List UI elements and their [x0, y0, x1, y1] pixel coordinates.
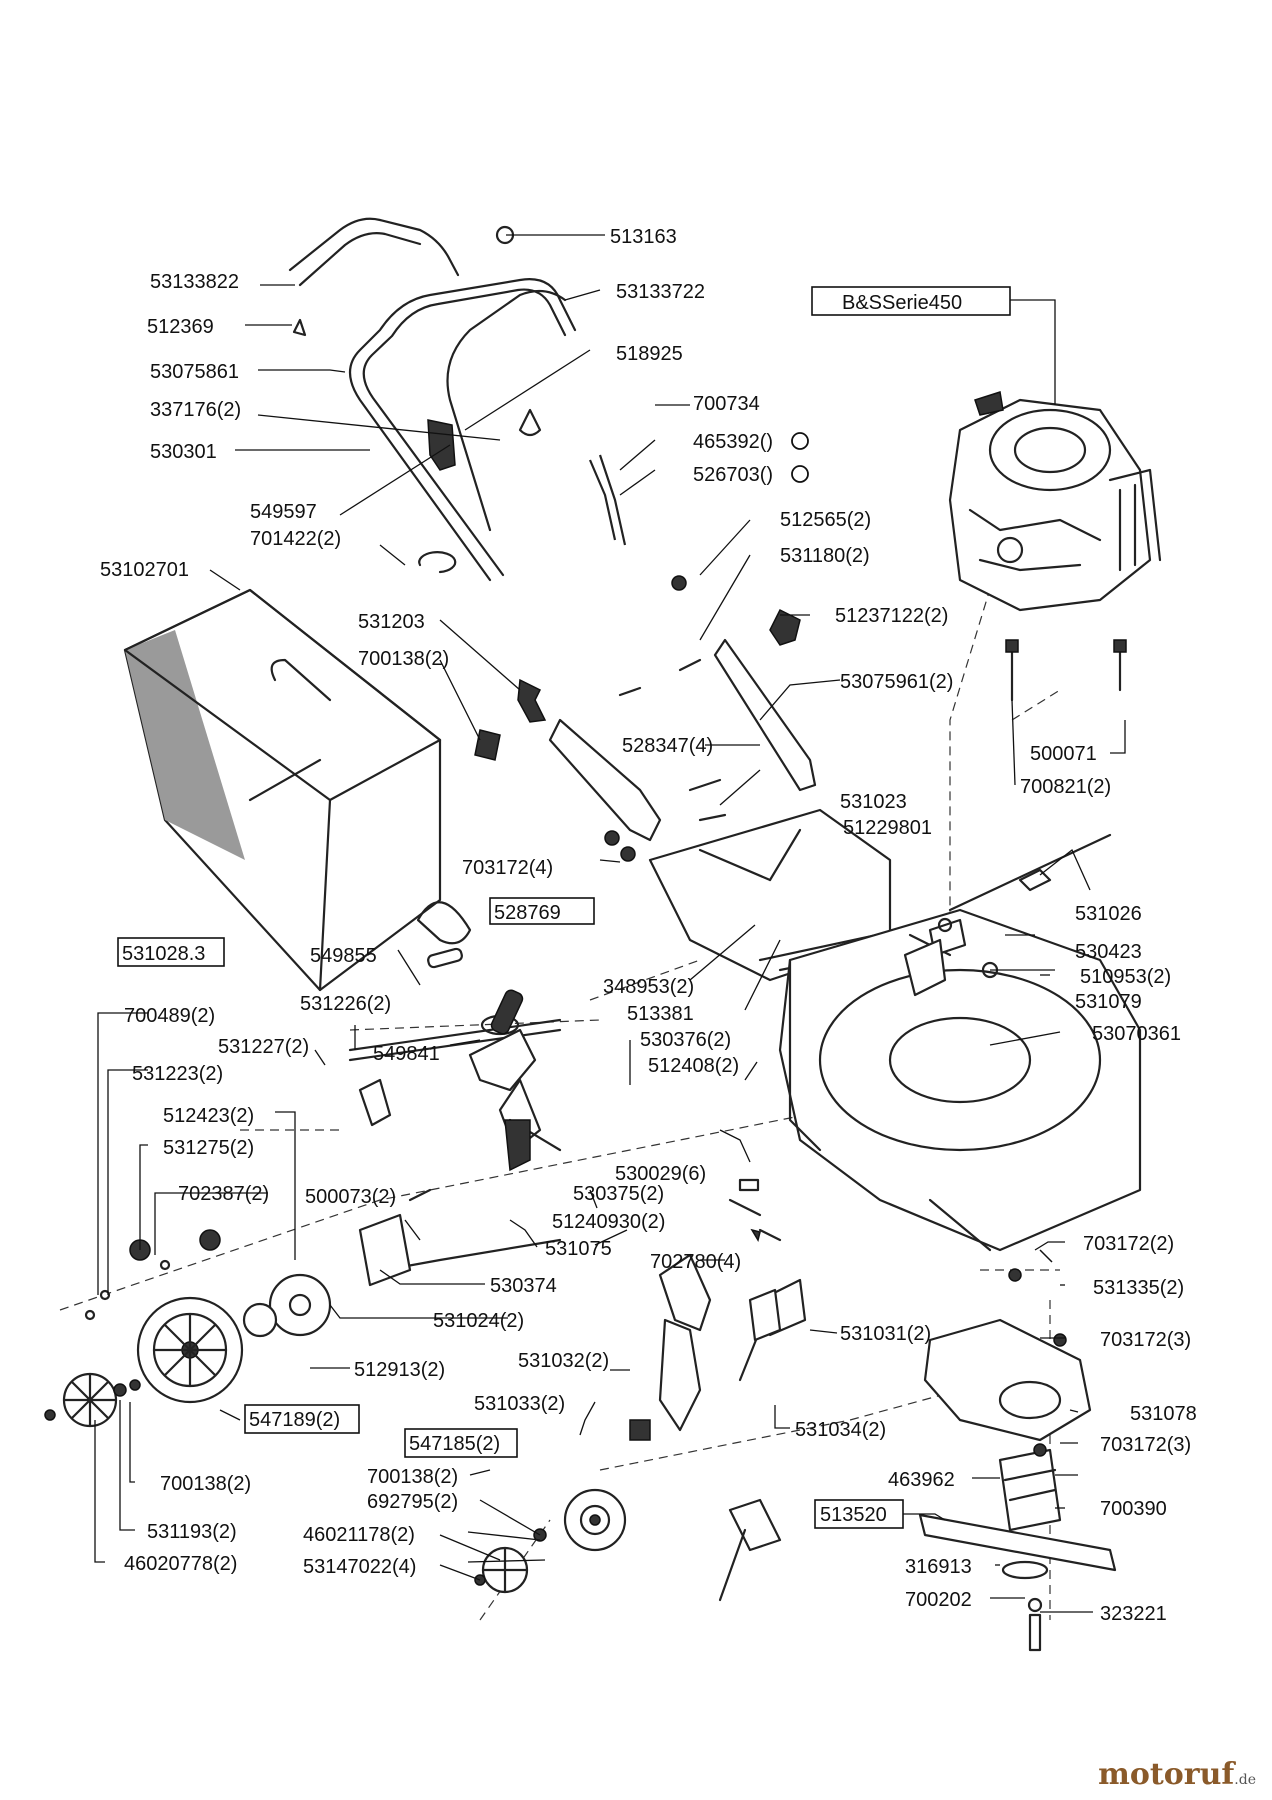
part-label-518925: 518925 — [616, 343, 683, 365]
part-label-701422: 701422(2) — [250, 528, 341, 550]
part-label-530423: 530423 — [1075, 941, 1142, 963]
part-label-702780: 702780(4) — [650, 1251, 741, 1273]
part-label-700821: 700821(2) — [1020, 776, 1111, 798]
part-label-700138-front: 700138(2) — [367, 1466, 458, 1488]
part-label-531034: 531034(2) — [795, 1419, 886, 1441]
engine-series-label: B&SSerie450 — [842, 292, 962, 314]
ignition-symbol-icon — [791, 465, 809, 483]
part-label-530029: 530029(6) — [615, 1163, 706, 1185]
rear-axle-drawing — [903, 833, 1112, 997]
part-label-53133822: 53133822 — [150, 271, 239, 293]
part-label-531032: 531032(2) — [518, 1350, 609, 1372]
part-label-547189: 547189(2) — [249, 1409, 340, 1431]
engine-drawing — [948, 391, 1162, 702]
part-label-700390: 700390 — [1100, 1498, 1167, 1520]
part-label-528769: 528769 — [494, 902, 561, 924]
part-label-531026: 531026 — [1075, 903, 1142, 925]
part-label-703172-3b: 703172(3) — [1100, 1434, 1191, 1456]
part-label-549597: 549597 — [250, 501, 317, 523]
part-label-500071: 500071 — [1030, 743, 1097, 765]
bracket-symbols — [791, 432, 809, 483]
part-labels: 513163 53133822 53133722 512369 53075861… — [100, 226, 1197, 1625]
part-label-512369: 512369 — [147, 316, 214, 338]
watermark-brand: motoruf — [1098, 1757, 1235, 1792]
wheels-drawing — [44, 1229, 627, 1594]
part-label-530375: 530375(2) — [573, 1183, 664, 1205]
upper-handle-drawing — [288, 217, 627, 582]
leader-lines — [94, 234, 1126, 1613]
part-label-53102701: 53102701 — [100, 559, 189, 581]
watermark-logo: motoruf.de — [1098, 1757, 1256, 1792]
part-label-531193: 531193(2) — [147, 1521, 237, 1543]
part-label-531031: 531031(2) — [840, 1323, 931, 1345]
part-label-703172-3a: 703172(3) — [1100, 1329, 1191, 1351]
part-label-530376: 530376(2) — [640, 1029, 731, 1051]
grass-catcher-drawing — [123, 588, 442, 992]
part-label-692795: 692795(2) — [367, 1491, 458, 1513]
part-label-530301: 530301 — [150, 441, 217, 463]
part-label-531223: 531223(2) — [132, 1063, 223, 1085]
watermark-suffix: .de — [1234, 1772, 1256, 1788]
part-label-700138-wheel: 700138(2) — [160, 1473, 251, 1495]
part-label-512913: 512913(2) — [354, 1359, 445, 1381]
part-label-531024: 531024(2) — [433, 1310, 524, 1332]
part-label-531226: 531226(2) — [300, 993, 391, 1015]
part-label-510953: 510953(2) — [1080, 966, 1171, 988]
label-frames — [117, 286, 1011, 1529]
part-label-53075961: 53075961(2) — [840, 671, 953, 693]
part-label-531227: 531227(2) — [218, 1036, 309, 1058]
part-label-465392: 465392() — [693, 431, 773, 453]
part-label-547185: 547185(2) — [409, 1433, 500, 1455]
part-label-531028: 531028.3 — [122, 943, 205, 965]
part-label-531033: 531033(2) — [474, 1393, 565, 1415]
part-label-549841: 549841 — [373, 1043, 440, 1065]
part-label-337176: 337176(2) — [150, 399, 241, 421]
part-label-512565: 512565(2) — [780, 509, 871, 531]
part-label-700202: 700202 — [905, 1589, 972, 1611]
part-label-53075861: 53075861 — [150, 361, 239, 383]
part-label-700489: 700489(2) — [124, 1005, 215, 1027]
part-label-531335: 531335(2) — [1093, 1277, 1184, 1299]
part-label-700734: 700734 — [693, 393, 760, 415]
part-label-531079: 531079 — [1075, 991, 1142, 1013]
part-label-702387: 702387(2) — [178, 1183, 269, 1205]
part-label-463962: 463962 — [888, 1469, 955, 1491]
height-adjuster-drawing — [629, 1178, 807, 1602]
part-label-531203: 531203 — [358, 611, 425, 633]
part-label-53147022: 53147022(4) — [303, 1556, 416, 1578]
part-label-323221: 323221 — [1100, 1603, 1167, 1625]
part-label-700138-handle: 700138(2) — [358, 648, 449, 670]
part-label-528347: 528347(4) — [622, 735, 713, 757]
part-label-703172-4: 703172(4) — [462, 857, 553, 879]
part-label-531075: 531075 — [545, 1238, 612, 1260]
part-label-530374: 530374 — [490, 1275, 557, 1297]
lower-handle-drawing — [474, 575, 817, 862]
part-label-512408: 512408(2) — [648, 1055, 739, 1077]
part-label-513520: 513520 — [820, 1504, 887, 1526]
part-label-53133722: 53133722 — [616, 281, 705, 303]
part-label-500073: 500073(2) — [305, 1186, 396, 1208]
lock-symbol-icon — [791, 432, 809, 450]
part-label-46021178: 46021178(2) — [303, 1524, 415, 1546]
blade-assembly-drawing — [918, 1268, 1117, 1652]
part-label-549855: 549855 — [310, 945, 377, 967]
part-label-513381: 513381 — [627, 1003, 694, 1025]
part-label-316913: 316913 — [905, 1556, 972, 1578]
part-label-513163: 513163 — [610, 226, 677, 248]
drive-gearbox-drawing — [348, 901, 562, 1287]
part-label-531180: 531180(2) — [780, 545, 870, 567]
part-label-531023: 531023 — [840, 791, 907, 813]
part-label-46020778: 46020778(2) — [124, 1553, 237, 1575]
part-label-51240930: 51240930(2) — [552, 1211, 665, 1233]
part-label-531275: 531275(2) — [163, 1137, 254, 1159]
part-label-703172-2: 703172(2) — [1083, 1233, 1174, 1255]
part-label-51229801: 51229801 — [843, 817, 932, 839]
part-label-512423: 512423(2) — [163, 1105, 254, 1127]
part-label-526703: 526703() — [693, 464, 773, 486]
part-label-348953: 348953(2) — [603, 976, 694, 998]
part-label-53070361: 53070361 — [1092, 1023, 1181, 1045]
part-label-531078: 531078 — [1130, 1403, 1197, 1425]
part-label-51237122: 51237122(2) — [835, 605, 948, 627]
